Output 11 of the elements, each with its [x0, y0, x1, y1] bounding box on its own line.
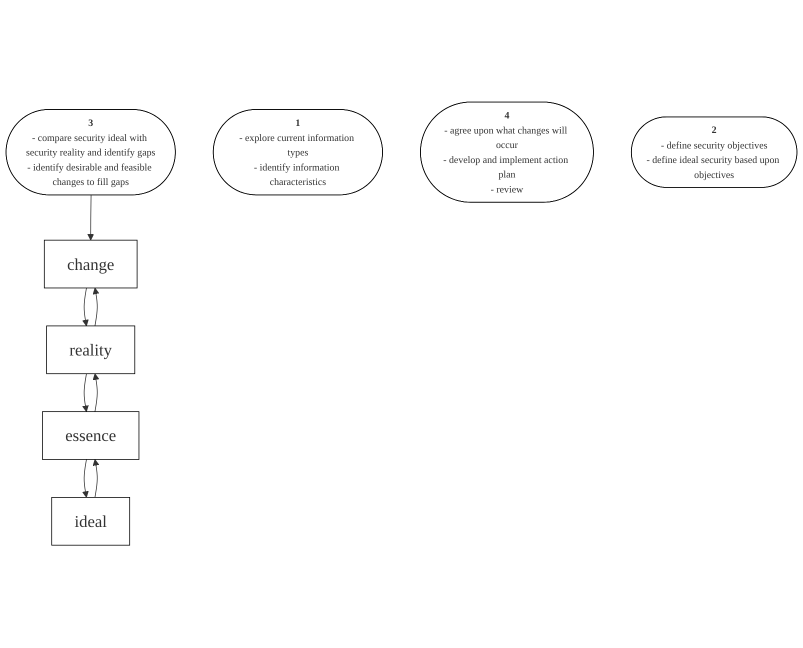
- node-box: change: [44, 240, 138, 289]
- arrow: [87, 195, 94, 241]
- arrow: [92, 460, 100, 498]
- arrow: [82, 374, 89, 412]
- node-box: ideal: [51, 497, 130, 546]
- arrow: [92, 288, 100, 327]
- arrow: [82, 288, 89, 327]
- node-box: reality: [46, 326, 136, 374]
- arrow: [82, 459, 89, 498]
- arrow: [92, 374, 100, 412]
- node-box: essence: [42, 412, 140, 460]
